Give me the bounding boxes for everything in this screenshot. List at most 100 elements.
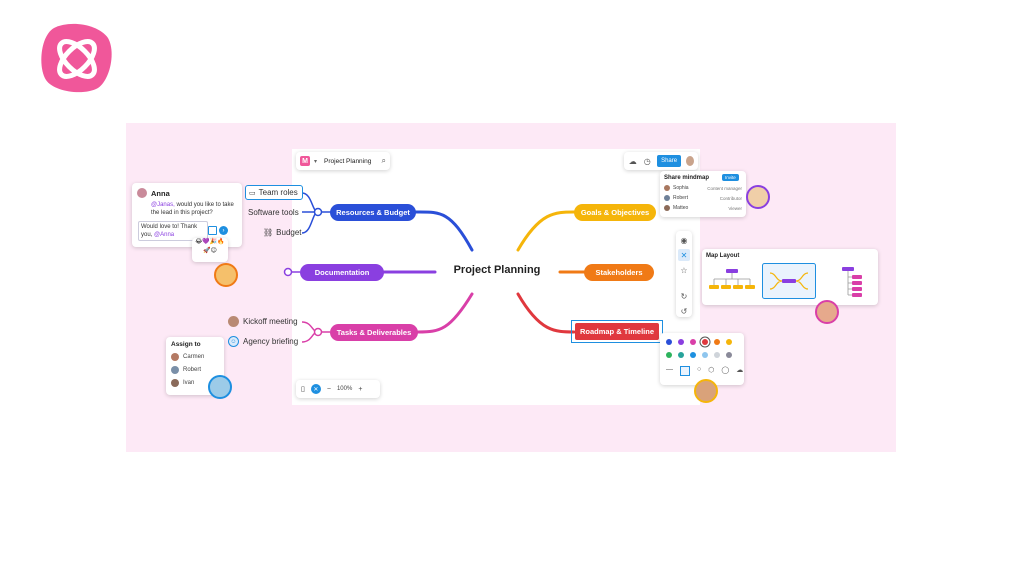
collaborator-avatar xyxy=(208,375,232,399)
avatar[interactable] xyxy=(686,156,695,166)
color-swatch[interactable] xyxy=(714,339,720,345)
central-topic[interactable]: Project Planning xyxy=(453,264,541,276)
redo-icon[interactable]: ↻ xyxy=(680,291,688,301)
app-logo xyxy=(40,22,112,94)
subtopic-label: Budget xyxy=(276,228,302,237)
assign-title: Assign to xyxy=(171,341,201,348)
zoom-in-button[interactable]: + xyxy=(358,385,363,393)
color-swatch[interactable] xyxy=(678,352,684,358)
page-icon[interactable]: ▯ xyxy=(301,386,305,393)
assign-option[interactable]: Carmen xyxy=(171,353,204,361)
member-row[interactable]: Sophia Content manager xyxy=(664,185,742,191)
branch-documentation[interactable]: Documentation xyxy=(300,264,384,281)
avatar xyxy=(171,353,179,361)
comment-card: Anna @Janas, would you like to take the … xyxy=(132,183,242,247)
avatar xyxy=(664,185,670,191)
subtopic-team-roles[interactable]: ▭ Team roles xyxy=(245,185,303,200)
invite-button[interactable]: Invite xyxy=(722,174,739,181)
style-palette: — ○ ⬡ ◯ ☁ xyxy=(660,333,744,385)
color-swatch[interactable] xyxy=(714,352,720,358)
image-icon[interactable] xyxy=(208,226,217,235)
top-actions-bar: ☁ ◷ Share xyxy=(624,152,698,170)
color-swatch[interactable] xyxy=(702,352,708,358)
layout-option-tree[interactable] xyxy=(706,265,758,299)
branch-roadmap-selection xyxy=(571,320,663,343)
send-icon[interactable]: › xyxy=(219,226,228,235)
undo-icon[interactable]: ↺ xyxy=(680,306,688,316)
comment-message: @Janas, would you like to take the lead … xyxy=(151,202,234,216)
shape-row: — ○ ⬡ ◯ ☁ xyxy=(666,366,743,376)
color-swatch[interactable] xyxy=(666,352,672,358)
rounded-shape-icon[interactable]: ○ xyxy=(697,366,702,373)
color-swatch-selected[interactable] xyxy=(702,339,708,345)
branch-stakeholders[interactable]: Stakeholders xyxy=(584,264,654,281)
document-title[interactable]: Project Planning xyxy=(324,157,372,165)
avatar xyxy=(664,205,670,211)
fit-icon[interactable]: ✕ xyxy=(310,384,321,394)
share-button[interactable]: Share xyxy=(657,155,682,167)
share-panel: Share mindmap Invite Sophia Content mana… xyxy=(660,171,746,217)
assign-option[interactable]: Robert xyxy=(171,366,201,374)
vertical-toolbar: ◉ ✕ ☆ ↻ ↺ xyxy=(676,231,692,317)
branch-tasks-deliverables[interactable]: Tasks & Deliverables xyxy=(330,324,418,341)
color-swatch[interactable] xyxy=(726,352,732,358)
chevron-down-icon[interactable]: ▾ xyxy=(314,158,318,165)
member-row[interactable]: Robert Contributor xyxy=(664,195,742,201)
app-menu-icon[interactable]: M xyxy=(300,156,310,166)
branch-roadmap-timeline[interactable]: Roadmap & Timeline xyxy=(575,323,659,340)
assign-option[interactable]: Ivan xyxy=(171,379,194,387)
subtopic-label: Kickoff meeting xyxy=(243,317,298,326)
search-icon[interactable]: ⌕ xyxy=(381,156,386,165)
subtopic-label: Agency briefing xyxy=(243,337,299,346)
color-swatch[interactable] xyxy=(690,339,696,345)
avatar xyxy=(171,379,179,387)
line-shape-icon[interactable]: — xyxy=(666,366,673,373)
collaborator-avatar xyxy=(694,379,718,403)
zoom-out-button[interactable]: − xyxy=(326,385,331,393)
subtopic-software-tools[interactable]: Software tools xyxy=(248,208,299,217)
emoji-icon[interactable]: 🚀😊 xyxy=(203,248,217,254)
color-row xyxy=(666,352,738,358)
avatar xyxy=(137,188,147,198)
map-layout-title: Map Layout xyxy=(706,253,740,259)
star-icon[interactable]: ☆ xyxy=(680,265,688,275)
circle-shape-icon[interactable]: ◯ xyxy=(721,367,730,374)
color-swatch[interactable] xyxy=(726,339,732,345)
layout-option-list[interactable] xyxy=(820,265,872,299)
avatar xyxy=(664,195,670,201)
rectangle-shape-icon[interactable] xyxy=(680,366,690,376)
mention[interactable]: @Janas, xyxy=(151,202,175,208)
layout-option-radial[interactable] xyxy=(762,263,816,299)
reply-box[interactable]: Would love to! Thank you, @Anna xyxy=(138,221,208,241)
eye-icon[interactable]: ◉ xyxy=(680,235,688,245)
zoom-level: 100% xyxy=(336,386,353,392)
color-swatch[interactable] xyxy=(666,339,672,345)
chat-icon: ▭ xyxy=(249,189,256,197)
member-row[interactable]: Matteo Viewer xyxy=(664,205,742,211)
user-icon: ☺ xyxy=(228,336,239,347)
collaborator-avatar xyxy=(815,300,839,324)
cloud-icon[interactable]: ☁ xyxy=(628,156,637,166)
history-icon[interactable]: ◷ xyxy=(643,156,651,166)
subtopic-budget[interactable]: ⛓ Budget xyxy=(263,228,302,237)
emoji-picker[interactable]: 😂💜🎉🔥 🚀😊 xyxy=(192,238,228,262)
hexagon-shape-icon[interactable]: ⬡ xyxy=(708,367,715,374)
comment-author: Anna xyxy=(151,188,170,198)
document-title-bar: M ▾ Project Planning ⌕ xyxy=(296,152,390,170)
subtopic-kickoff-meeting[interactable]: Kickoff meeting xyxy=(228,316,298,327)
emoji-icon[interactable]: 😂💜🎉🔥 xyxy=(195,239,225,245)
subtopic-label: Team roles xyxy=(258,188,298,197)
color-row xyxy=(666,339,738,345)
branch-resources-budget[interactable]: Resources & Budget xyxy=(330,204,416,221)
connect-icon[interactable]: ✕ xyxy=(678,249,690,261)
share-panel-title: Share mindmap xyxy=(664,175,710,181)
branch-goals-objectives[interactable]: Goals & Objectives xyxy=(574,204,656,221)
color-swatch[interactable] xyxy=(690,352,696,358)
avatar xyxy=(171,366,179,374)
collaborator-avatar xyxy=(746,185,770,209)
color-swatch[interactable] xyxy=(678,339,684,345)
cloud-shape-icon[interactable]: ☁ xyxy=(736,367,744,374)
zoom-bar: ▯ ✕ − 100% + xyxy=(296,380,380,398)
subtopic-agency-briefing[interactable]: ☺ Agency briefing xyxy=(228,336,298,347)
